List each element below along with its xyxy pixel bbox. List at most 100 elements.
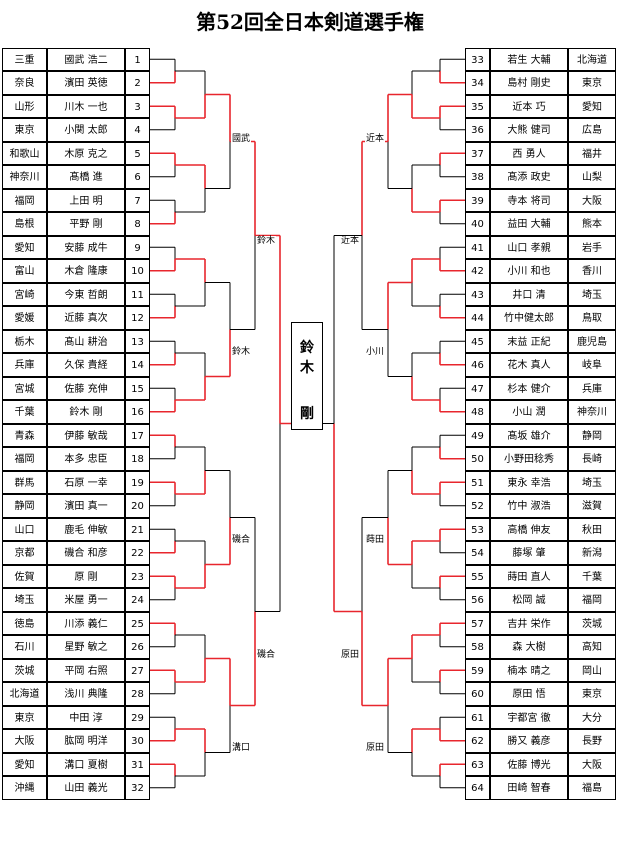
player-number: 7 bbox=[125, 188, 150, 212]
player-name: 井口 清 bbox=[490, 282, 568, 306]
player-number: 30 bbox=[125, 729, 150, 753]
player-name: 末益 正紀 bbox=[490, 329, 568, 353]
player-number: 17 bbox=[125, 423, 150, 447]
player-name: 松岡 誠 bbox=[490, 588, 568, 612]
player-number: 8 bbox=[125, 212, 150, 236]
player-name: 竹中健太郎 bbox=[490, 306, 568, 330]
player-pref: 東京 bbox=[2, 118, 47, 142]
player-pref: 長崎 bbox=[568, 447, 616, 471]
player-pref: 茨城 bbox=[2, 658, 47, 682]
round-winner-label: 鈴木 bbox=[231, 347, 252, 358]
player-name: 森 大樹 bbox=[490, 635, 568, 659]
player-number: 50 bbox=[465, 447, 490, 471]
player-pref: 埼玉 bbox=[568, 470, 616, 494]
player-pref: 福井 bbox=[568, 141, 616, 165]
player-pref: 兵庫 bbox=[2, 353, 47, 377]
player-name: 山口 孝親 bbox=[490, 235, 568, 259]
player-pref: 千葉 bbox=[2, 400, 47, 424]
player-pref: 沖縄 bbox=[2, 776, 47, 800]
player-pref: 茨城 bbox=[568, 611, 616, 635]
player-number: 25 bbox=[125, 611, 150, 635]
player-number: 9 bbox=[125, 235, 150, 259]
player-number: 52 bbox=[465, 494, 490, 518]
player-number: 56 bbox=[465, 588, 490, 612]
player-name: 川添 義仁 bbox=[47, 611, 125, 635]
player-name: 原 剛 bbox=[47, 564, 125, 588]
player-pref: 東京 bbox=[568, 71, 616, 95]
round-winner-label: 鈴木 bbox=[256, 236, 277, 247]
player-name: 本多 忠臣 bbox=[47, 447, 125, 471]
player-pref: 青森 bbox=[2, 423, 47, 447]
player-pref: 山梨 bbox=[568, 165, 616, 189]
player-name: 石原 一幸 bbox=[47, 470, 125, 494]
player-number: 4 bbox=[125, 118, 150, 142]
player-name: 小川 和也 bbox=[490, 259, 568, 283]
player-number: 15 bbox=[125, 376, 150, 400]
player-name: 星野 敏之 bbox=[47, 635, 125, 659]
player-name: 川木 一也 bbox=[47, 94, 125, 118]
round-winner-label: 國武 bbox=[231, 134, 252, 145]
player-pref: 富山 bbox=[2, 259, 47, 283]
player-number: 60 bbox=[465, 682, 490, 706]
player-number: 45 bbox=[465, 329, 490, 353]
round-winner-label: 近本 bbox=[340, 236, 361, 247]
player-name: 竹中 淑浩 bbox=[490, 494, 568, 518]
player-number: 48 bbox=[465, 400, 490, 424]
player-pref: 鹿児島 bbox=[568, 329, 616, 353]
player-number: 28 bbox=[125, 682, 150, 706]
player-number: 43 bbox=[465, 282, 490, 306]
player-name: 花木 真人 bbox=[490, 353, 568, 377]
player-name: 東永 幸浩 bbox=[490, 470, 568, 494]
player-number: 58 bbox=[465, 635, 490, 659]
player-number: 29 bbox=[125, 705, 150, 729]
player-name: 國武 浩二 bbox=[47, 47, 125, 71]
player-name: 上田 明 bbox=[47, 188, 125, 212]
round-winner-label: 小川 bbox=[365, 347, 386, 358]
player-pref: 愛知 bbox=[2, 235, 47, 259]
player-number: 49 bbox=[465, 423, 490, 447]
player-number: 18 bbox=[125, 447, 150, 471]
player-name: 肱岡 明洋 bbox=[47, 729, 125, 753]
page-title: 第52回全日本剣道選手権 bbox=[196, 10, 424, 34]
player-pref: 山口 bbox=[2, 517, 47, 541]
player-name: 濱田 英徳 bbox=[47, 71, 125, 95]
player-pref: 福島 bbox=[568, 776, 616, 800]
player-name: 伊藤 敏哉 bbox=[47, 423, 125, 447]
player-name: 木倉 隆康 bbox=[47, 259, 125, 283]
player-number: 14 bbox=[125, 353, 150, 377]
player-number: 55 bbox=[465, 564, 490, 588]
player-number: 34 bbox=[465, 71, 490, 95]
player-name: 久保 貴経 bbox=[47, 353, 125, 377]
player-number: 42 bbox=[465, 259, 490, 283]
champion-box: 鈴木 剛 bbox=[291, 322, 323, 430]
player-name: 木原 克之 bbox=[47, 141, 125, 165]
player-number: 2 bbox=[125, 71, 150, 95]
player-number: 54 bbox=[465, 541, 490, 565]
player-name: 溝口 夏樹 bbox=[47, 752, 125, 776]
player-name: 吉井 栄作 bbox=[490, 611, 568, 635]
player-pref: 香川 bbox=[568, 259, 616, 283]
player-number: 36 bbox=[465, 118, 490, 142]
player-number: 27 bbox=[125, 658, 150, 682]
player-number: 16 bbox=[125, 400, 150, 424]
player-name: 宇都宮 徹 bbox=[490, 705, 568, 729]
player-name: 米屋 勇一 bbox=[47, 588, 125, 612]
player-number: 13 bbox=[125, 329, 150, 353]
player-pref: 新潟 bbox=[568, 541, 616, 565]
player-name: 勝又 義彦 bbox=[490, 729, 568, 753]
player-name: 大熊 健司 bbox=[490, 118, 568, 142]
player-pref: 福岡 bbox=[2, 447, 47, 471]
player-name: 楠本 晴之 bbox=[490, 658, 568, 682]
player-number: 39 bbox=[465, 188, 490, 212]
player-pref: 山形 bbox=[2, 94, 47, 118]
player-name: 安藤 成牛 bbox=[47, 235, 125, 259]
player-name: 小関 太郎 bbox=[47, 118, 125, 142]
player-name: 山田 義光 bbox=[47, 776, 125, 800]
player-pref: 三重 bbox=[2, 47, 47, 71]
player-pref: 和歌山 bbox=[2, 141, 47, 165]
player-pref: 滋賀 bbox=[568, 494, 616, 518]
player-number: 1 bbox=[125, 47, 150, 71]
player-name: 佐藤 充伸 bbox=[47, 376, 125, 400]
player-pref: 鳥取 bbox=[568, 306, 616, 330]
player-pref: 宮城 bbox=[2, 376, 47, 400]
